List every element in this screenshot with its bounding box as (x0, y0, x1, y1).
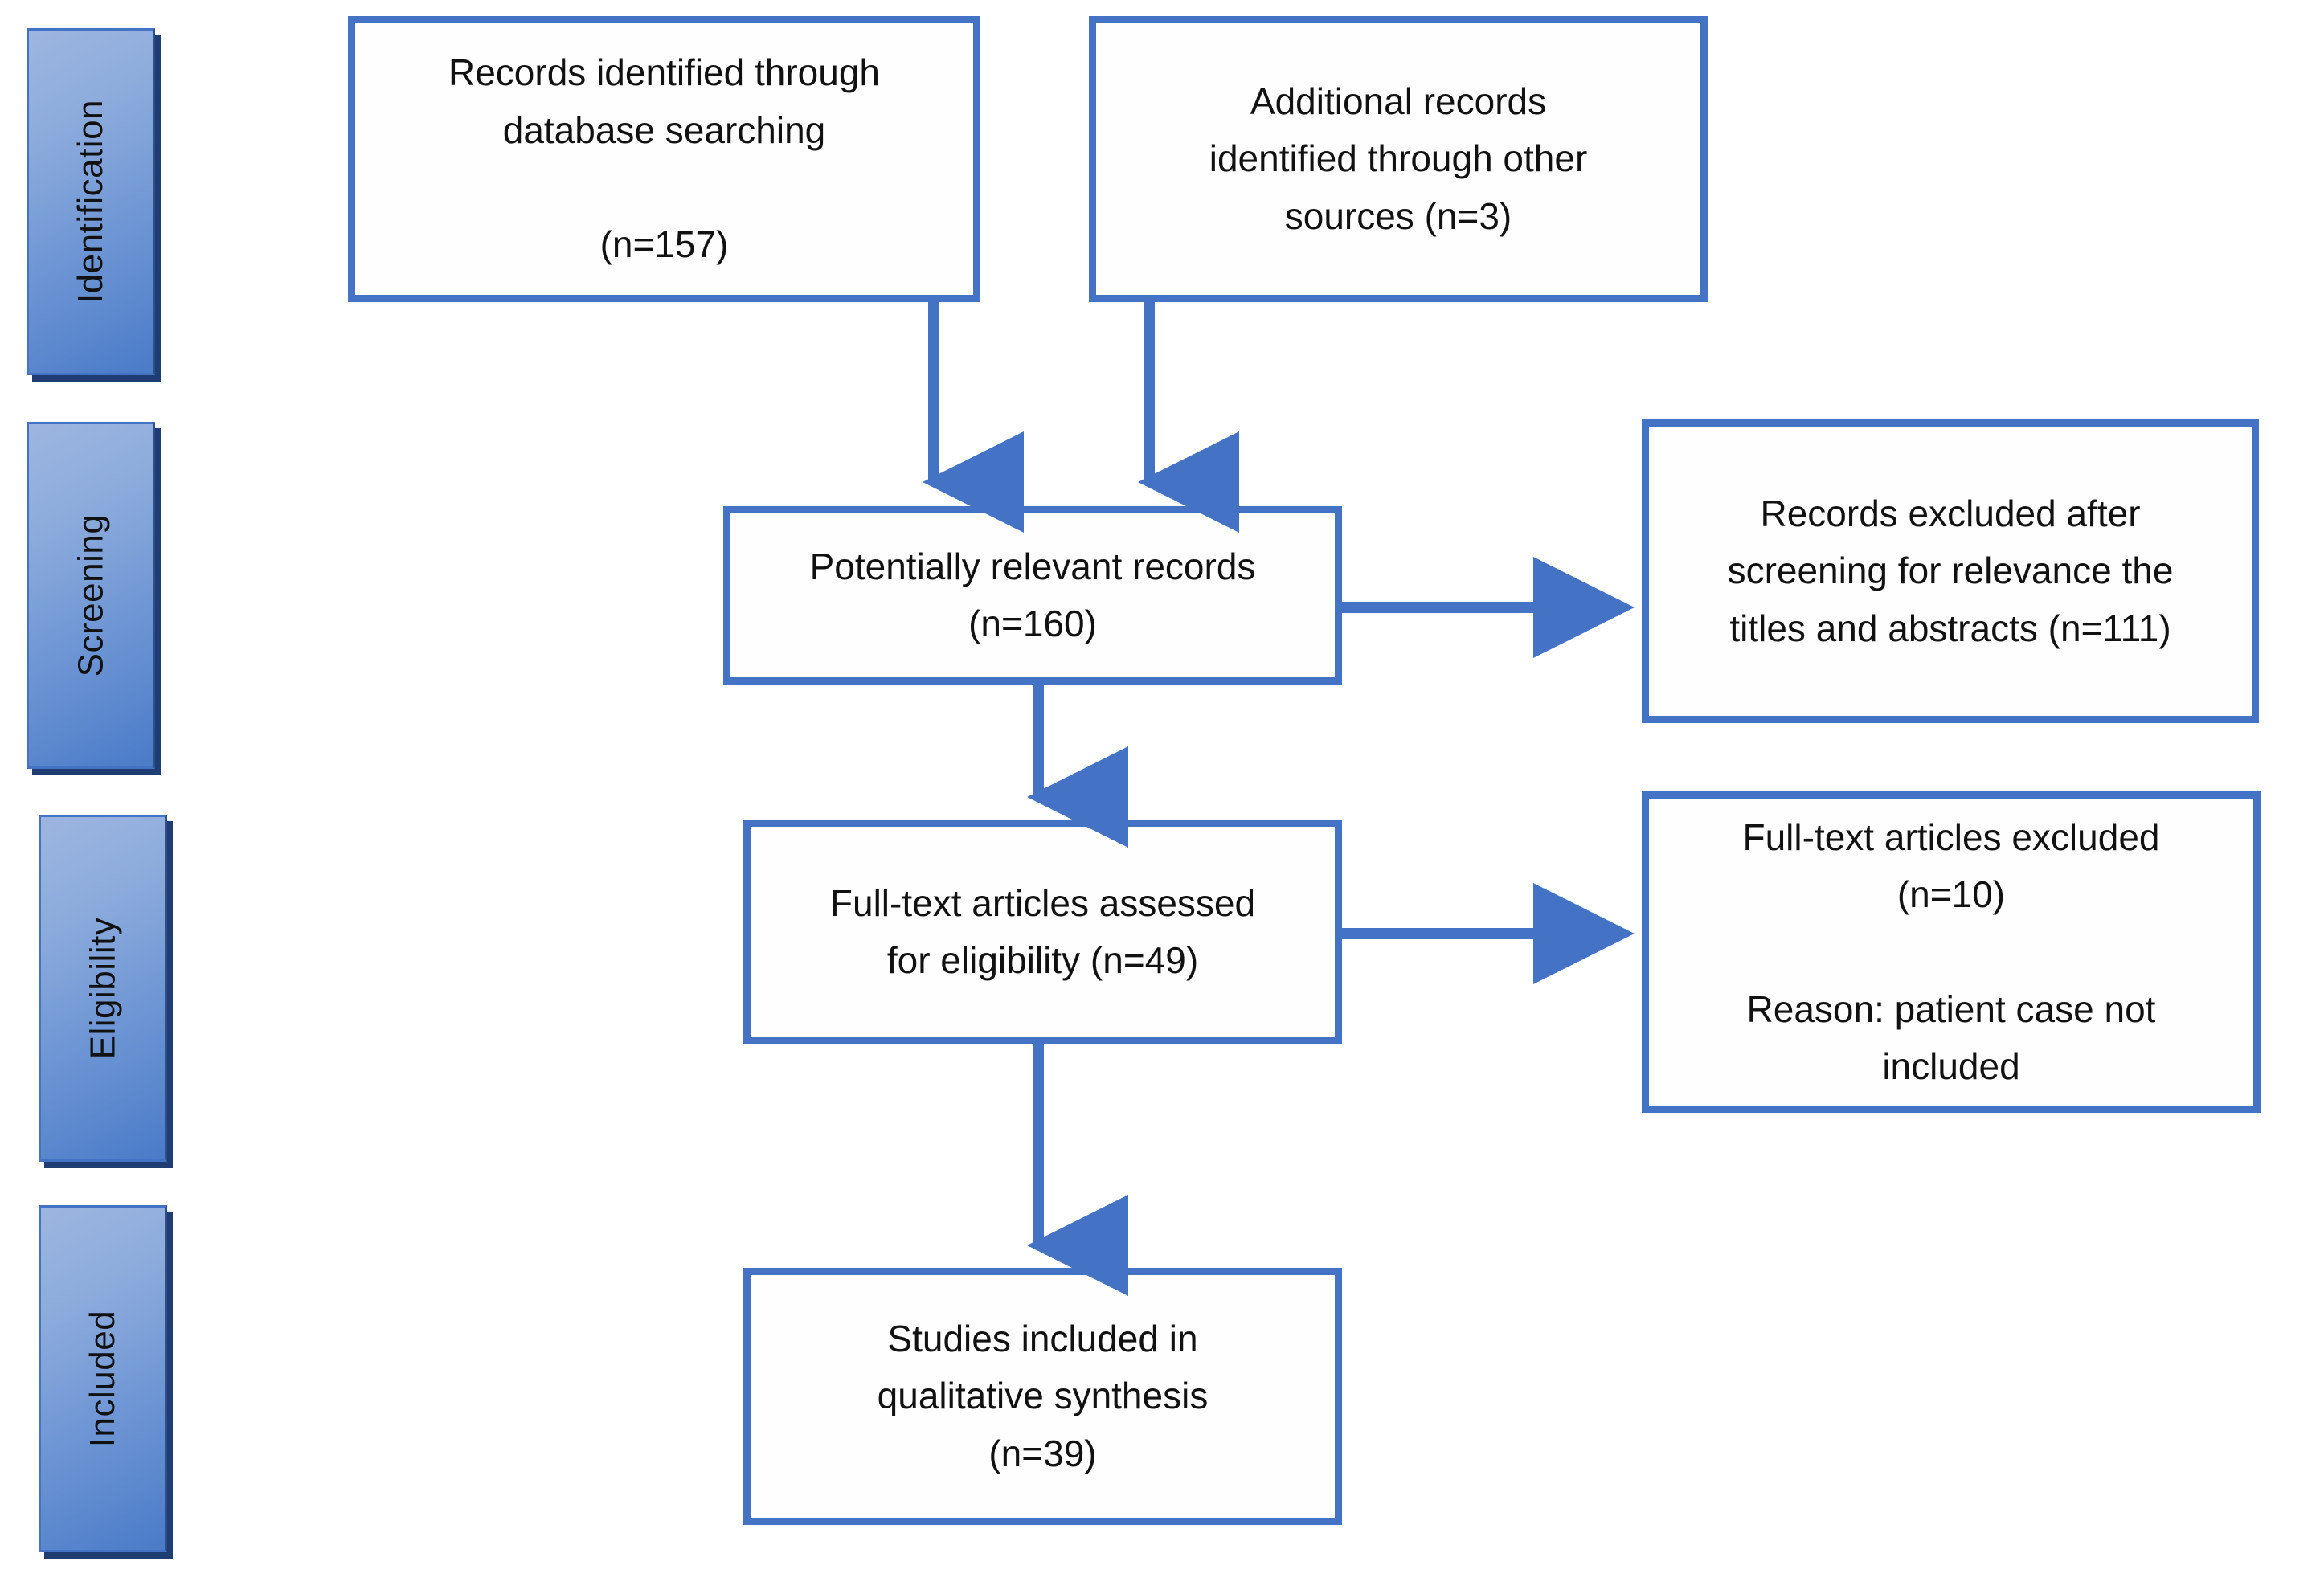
stage-pill-included: Included (39, 1205, 167, 1552)
box-records-excluded-screening: Records excluded after screening for rel… (1642, 419, 2259, 723)
box-fulltext-articles-assessed-text: Full-text articles assessed for eligibil… (829, 881, 1256, 981)
box-fulltext-articles-excluded-text: Full-text articles excluded (n=10) Reaso… (1742, 815, 2160, 1087)
box-fulltext-articles-excluded: Full-text articles excluded (n=10) Reaso… (1642, 791, 2261, 1113)
box-additional-records-other-sources: Additional records identified through ot… (1089, 16, 1708, 302)
box-additional-records-other-sources-text: Additional records identified through ot… (1209, 80, 1588, 237)
stage-pill-screening: Screening (27, 422, 155, 769)
box-records-excluded-screening-text: Records excluded after screening for rel… (1727, 493, 2174, 649)
box-potentially-relevant-records-text: Potentially relevant records (n=160) (809, 545, 1256, 644)
box-records-identified-database: Records identified through database sear… (348, 16, 980, 302)
stage-pill-identification: Identification (27, 28, 155, 375)
box-records-identified-database-text: Records identified through database sear… (448, 51, 880, 266)
stage-pill-eligibility: Eligibility (39, 815, 167, 1162)
box-fulltext-articles-assessed: Full-text articles assessed for eligibil… (743, 820, 1342, 1044)
box-studies-included-qualitative-text: Studies included in qualitative synthesi… (877, 1318, 1209, 1474)
box-potentially-relevant-records: Potentially relevant records (n=160) (723, 506, 1342, 685)
